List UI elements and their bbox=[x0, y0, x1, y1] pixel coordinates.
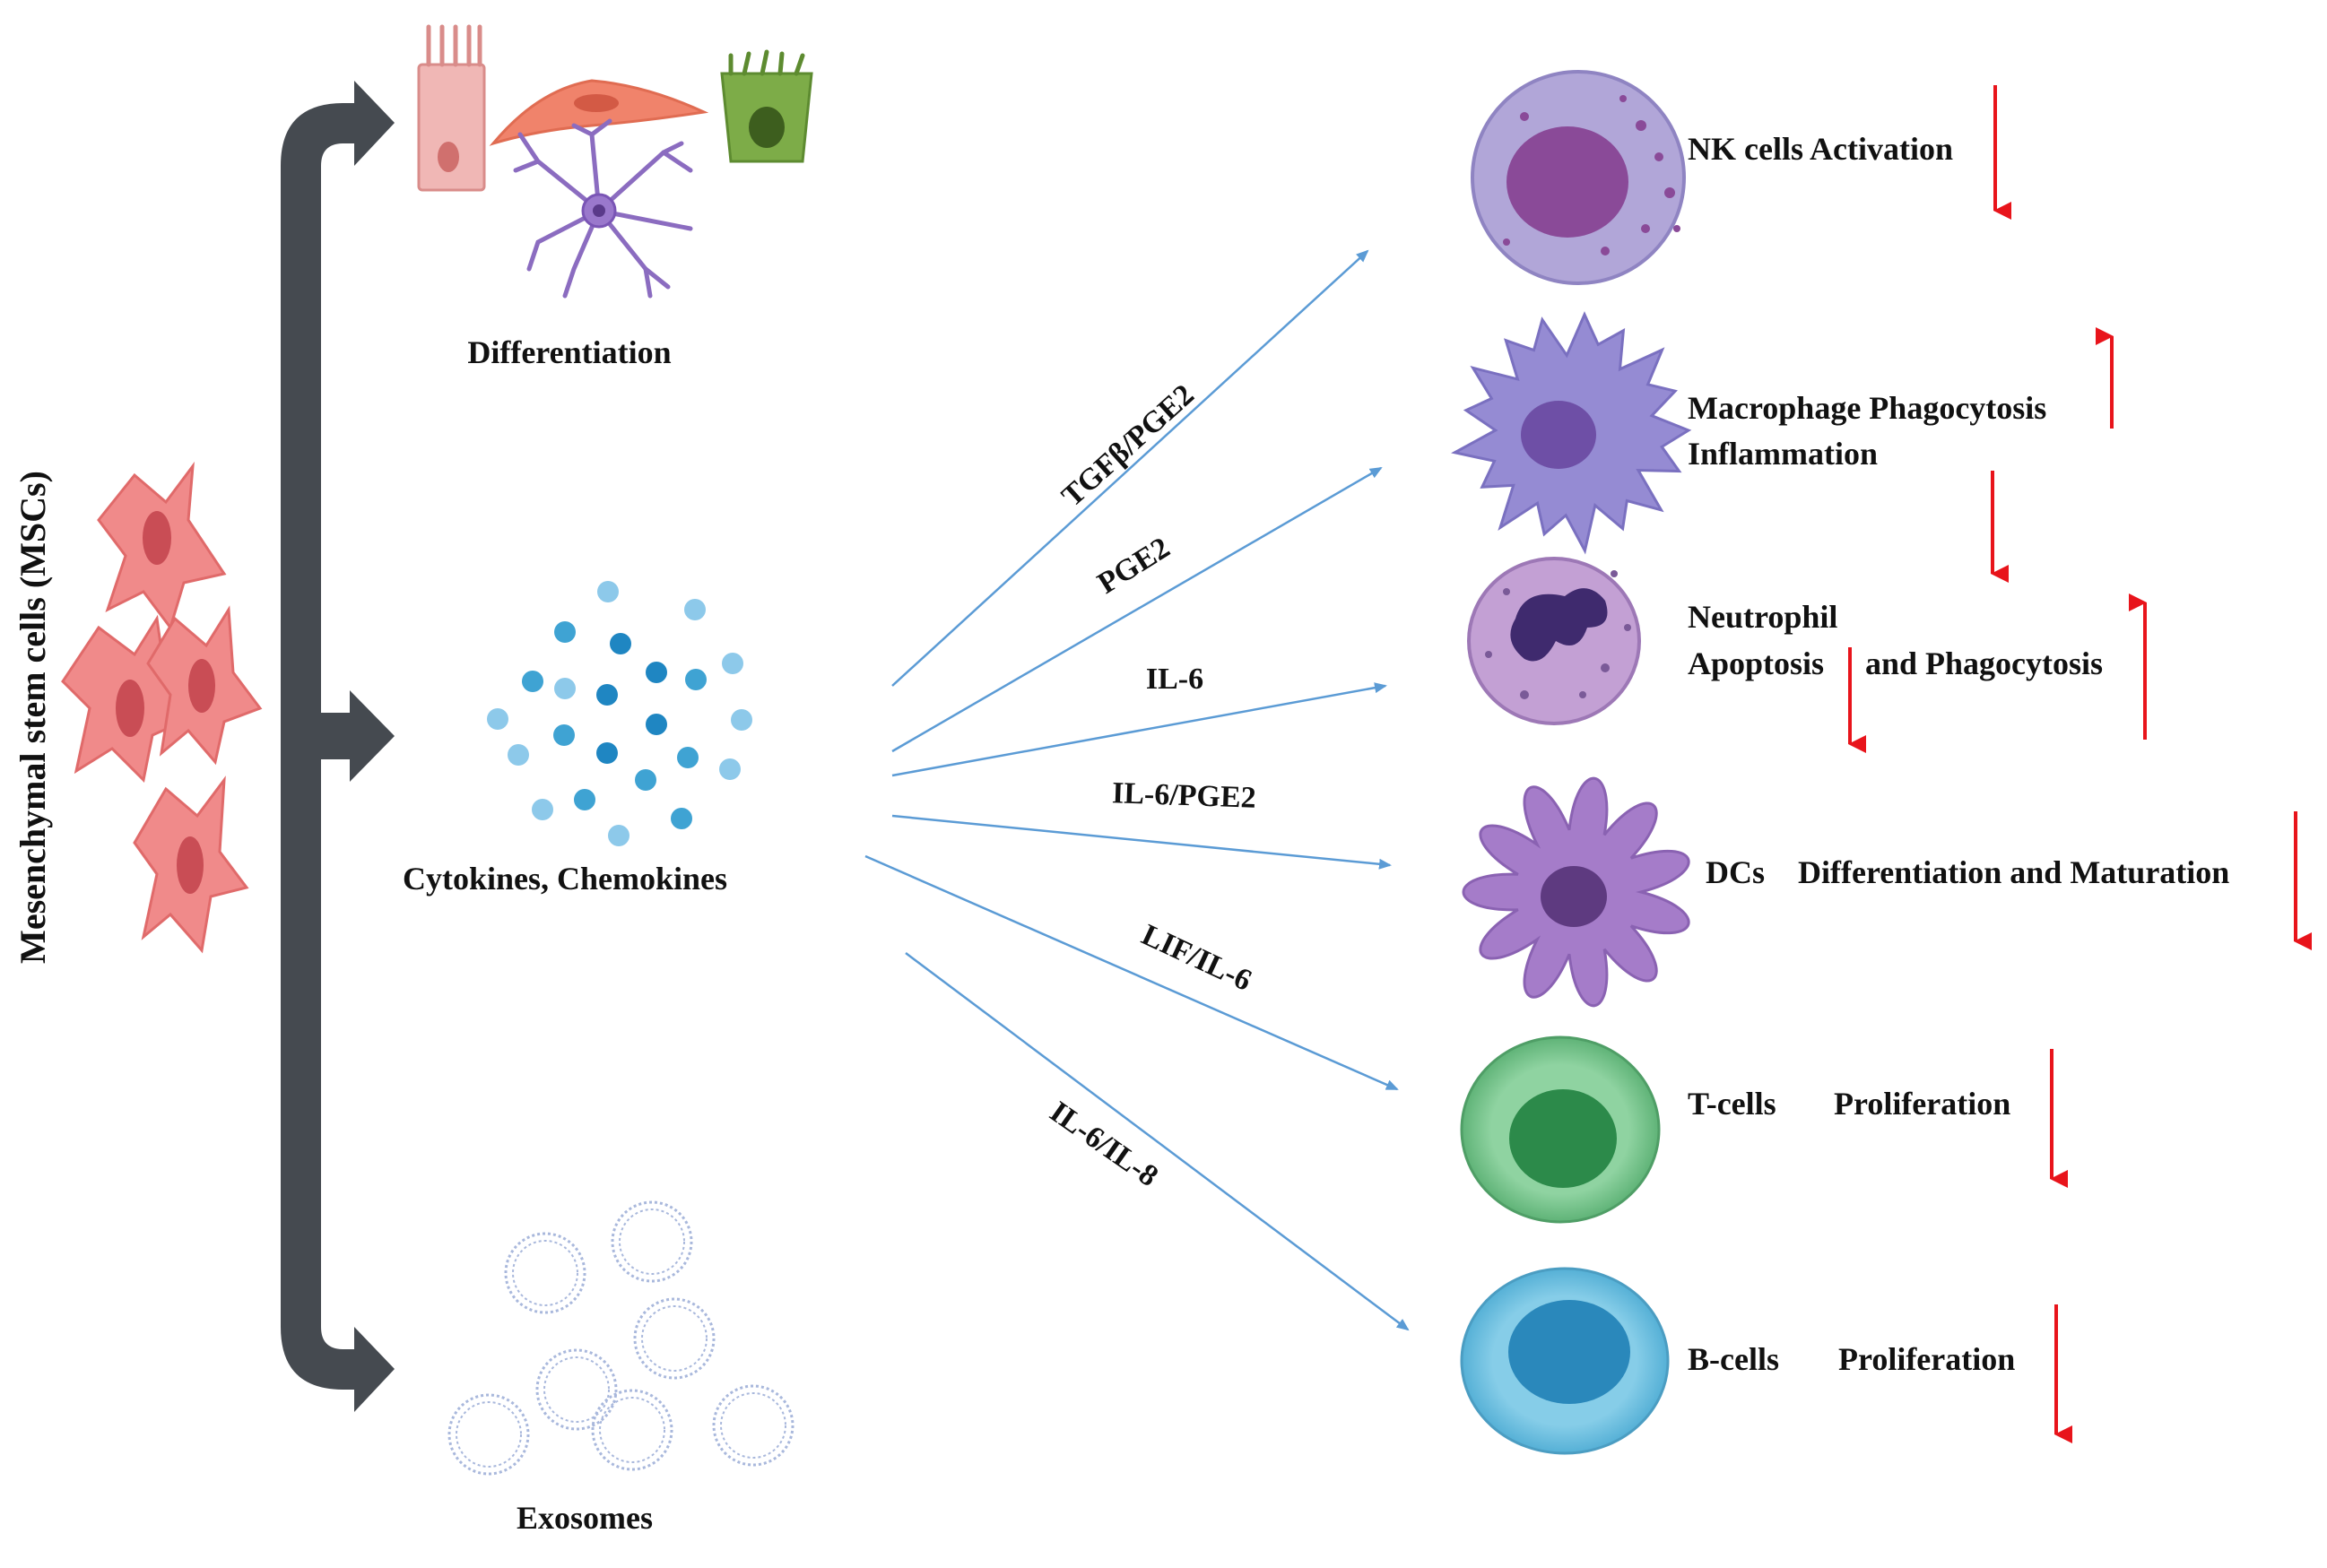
macrophage-label-line1: Macrophage Phagocytosis bbox=[1688, 390, 2046, 426]
nk-cell-icon bbox=[1471, 70, 1686, 285]
mediator-arrow-tcells bbox=[864, 854, 1399, 1091]
exosome-ring bbox=[599, 1397, 665, 1463]
cytokines-label: Cytokines, Chemokines bbox=[403, 861, 727, 897]
exosome-ring bbox=[712, 1384, 794, 1467]
cytokine-dot bbox=[722, 653, 743, 674]
exosome-ring bbox=[720, 1392, 786, 1459]
columnar-cell-icon bbox=[720, 49, 813, 163]
differentiation-label: Differentiation bbox=[467, 334, 671, 370]
mediator-arrow-bcells bbox=[905, 952, 1410, 1331]
epithelial-cell-icon bbox=[417, 24, 486, 192]
cytokine-dot bbox=[671, 808, 692, 829]
cytokine-dot bbox=[574, 789, 595, 810]
exosome-ring bbox=[504, 1232, 586, 1314]
dc-cell-icon bbox=[1462, 776, 1690, 1008]
mediator-label-2: PGE2 bbox=[1092, 531, 1176, 600]
cytokine-dot bbox=[685, 669, 707, 690]
mediator-label-4: IL-6/PGE2 bbox=[1111, 776, 1256, 815]
macrophage-label-line2: Inflammation bbox=[1688, 436, 1878, 472]
mediator-arrows bbox=[864, 249, 1410, 1331]
exosome-ring bbox=[619, 1208, 685, 1275]
cytokine-dot bbox=[554, 678, 576, 699]
cytokine-dot bbox=[610, 633, 631, 654]
tcells-name-label: T-cells bbox=[1688, 1086, 1776, 1122]
exosome-ring bbox=[447, 1393, 530, 1476]
cytokine-dot bbox=[522, 671, 543, 692]
mediator-label-6: IL-6/IL-8 bbox=[1044, 1096, 1164, 1193]
cytokine-dot bbox=[597, 581, 619, 602]
mediator-label-5: LIF/IL-6 bbox=[1137, 918, 1257, 998]
exosome-ring bbox=[641, 1305, 708, 1372]
mediator-label-3: IL-6 bbox=[1146, 663, 1203, 696]
exosome-ring bbox=[633, 1297, 716, 1380]
exosome-ring bbox=[456, 1401, 522, 1468]
dcs-name-label: DCs bbox=[1706, 854, 1765, 890]
mediator-arrow-nk bbox=[891, 249, 1369, 687]
cytokine-dot bbox=[487, 708, 508, 730]
neutrophil-label-apoptosis: Apoptosis bbox=[1688, 645, 1824, 681]
cytokine-dot bbox=[596, 684, 618, 706]
cytokine-dot bbox=[553, 724, 575, 746]
bcells-effect-label: Proliferation bbox=[1838, 1341, 2015, 1377]
cytokine-dot bbox=[532, 799, 553, 820]
exosome-vesicle-icon bbox=[447, 1200, 794, 1476]
msc-label: Mesenchymal stem cells (MSCs) bbox=[13, 471, 53, 964]
effect-arrows bbox=[1848, 85, 2312, 1443]
mediator-labels: TGFβ/PGE2 PGE2 IL-6 IL-6/PGE2 LIF/IL-6 I… bbox=[1044, 378, 1256, 1193]
cytokine-dot bbox=[635, 769, 656, 791]
differentiation-cells bbox=[417, 24, 813, 299]
neuron-cell-icon bbox=[513, 118, 693, 299]
exosomes-label: Exosomes bbox=[517, 1500, 653, 1536]
neutrophil-cell-icon bbox=[1467, 557, 1641, 725]
msc-cell-icon bbox=[61, 461, 263, 954]
neutrophil-label-title: Neutrophil bbox=[1688, 599, 1837, 635]
cytokine-dot bbox=[596, 742, 618, 764]
mediator-label-1: TGFβ/PGE2 bbox=[1055, 378, 1201, 514]
cytokine-dot bbox=[684, 599, 706, 620]
bcells-name-label: B-cells bbox=[1688, 1341, 1779, 1377]
cytokine-dot bbox=[508, 744, 529, 766]
exosome-ring bbox=[543, 1356, 610, 1423]
pathway-bracket-arrows bbox=[281, 81, 395, 1412]
dcs-effect-label: Differentiation and Maturation bbox=[1798, 854, 2229, 890]
tcells-effect-label: Proliferation bbox=[1834, 1086, 2010, 1122]
exosome-ring bbox=[512, 1240, 578, 1306]
mediator-arrow-neutrophil bbox=[891, 682, 1387, 777]
neutrophil-label-phago: and Phagocytosis bbox=[1865, 645, 2103, 681]
b-cell-icon bbox=[1460, 1267, 1670, 1455]
cytokine-dot bbox=[731, 709, 752, 731]
cytokine-dot bbox=[608, 825, 630, 846]
macrophage-cell-icon bbox=[1451, 311, 1692, 555]
fibroblast-cell-icon bbox=[489, 79, 709, 146]
cytokine-dot bbox=[677, 747, 699, 768]
nk-label: NK cells Activation bbox=[1688, 131, 1953, 167]
cytokine-dots-icon bbox=[487, 581, 752, 846]
t-cell-icon bbox=[1460, 1035, 1661, 1224]
exosome-ring bbox=[535, 1348, 618, 1431]
mediator-arrow-dcs bbox=[891, 814, 1392, 870]
mediator-arrow-macrophage bbox=[891, 466, 1383, 753]
exosome-ring bbox=[591, 1389, 673, 1471]
exosome-ring bbox=[611, 1200, 693, 1283]
cytokine-dot bbox=[646, 662, 667, 683]
cytokine-dot bbox=[646, 714, 667, 735]
cytokine-dot bbox=[719, 758, 741, 780]
cytokine-dot bbox=[554, 621, 576, 643]
